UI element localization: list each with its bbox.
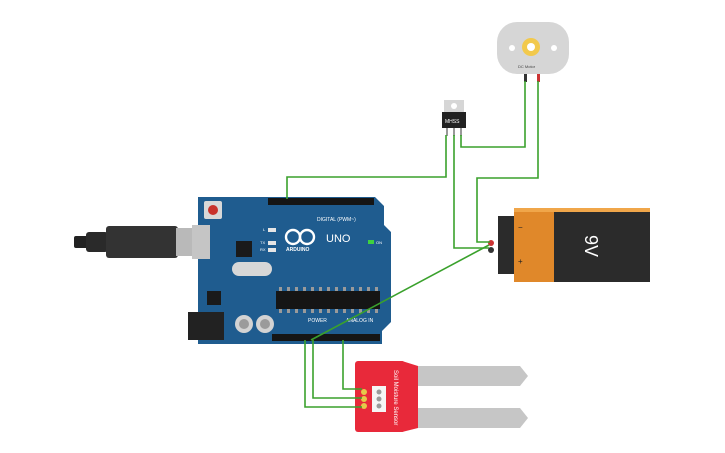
transistor-pin-gate[interactable] <box>446 128 448 136</box>
rx-led-label: RX <box>260 247 266 252</box>
wire-gnd-to-sensor[interactable] <box>304 340 362 408</box>
tx-led-label: TX <box>260 240 265 245</box>
atmega-chip <box>276 291 380 309</box>
battery-plus-label: + <box>518 257 523 266</box>
battery-minus-label: − <box>518 223 523 232</box>
battery-9v[interactable]: 9V − + <box>488 208 650 282</box>
usb-cable <box>74 226 202 258</box>
wire-motor-to-battery[interactable] <box>476 81 539 243</box>
wire-drain-to-battery[interactable] <box>453 135 489 249</box>
sensor-pin-1[interactable] <box>361 389 367 395</box>
wire-a0-to-sensor[interactable] <box>342 340 362 390</box>
sensor-pin-3[interactable] <box>361 403 367 409</box>
motor-pin-1[interactable] <box>524 74 527 82</box>
usb-jack <box>192 225 210 259</box>
transistor-pin-drain[interactable] <box>453 128 455 136</box>
battery-terminal-block <box>498 216 514 274</box>
wires <box>286 81 539 408</box>
motor-pin-2[interactable] <box>537 74 540 82</box>
power-analog-header[interactable] <box>272 334 380 341</box>
wire-source-to-motor[interactable] <box>460 81 526 148</box>
usb-cable-strain <box>86 232 108 252</box>
l-led <box>268 228 276 232</box>
battery-voltage: 9V <box>581 235 601 257</box>
l-led-label: L <box>263 227 266 232</box>
arduino-board[interactable]: L TX RX ON DIGITAL (PWM~) POWER ANALOG I… <box>188 197 391 344</box>
reset-button-cap <box>208 205 218 215</box>
usb-chip <box>236 241 252 257</box>
power-header-label: POWER <box>308 318 327 324</box>
soil-moisture-sensor[interactable]: Soil Moisture Sensor <box>355 361 528 432</box>
digital-header[interactable] <box>268 198 374 205</box>
battery-orange-band <box>514 208 554 282</box>
rx-led <box>268 248 276 252</box>
wire-5v-to-sensor[interactable] <box>312 340 362 399</box>
transistor[interactable]: MHSS <box>442 100 466 136</box>
usb-cable-end <box>74 236 88 248</box>
sensor-probe-bottom <box>418 408 528 428</box>
wire-pin-to-gate[interactable] <box>286 135 447 199</box>
sensor-label: Soil Moisture Sensor <box>392 370 398 425</box>
transistor-label: MHSS <box>445 119 460 125</box>
battery-terminal-minus[interactable] <box>488 247 494 253</box>
battery-body <box>554 208 650 282</box>
usb-plug <box>106 226 178 258</box>
sensor-probe-top <box>418 366 528 386</box>
board-brand: ARDUINO <box>286 247 309 253</box>
arduino-logo-icon <box>284 228 316 246</box>
analog-header-label: ANALOG IN <box>346 318 374 324</box>
power-jack <box>188 312 224 340</box>
board-model: UNO <box>326 233 351 245</box>
on-led <box>368 240 374 244</box>
dc-motor[interactable]: DC Motor <box>497 22 569 82</box>
motor-label: DC Motor <box>518 64 536 69</box>
icsp-header <box>207 291 221 305</box>
on-led-label: ON <box>376 240 382 245</box>
digital-header-label: DIGITAL (PWM~) <box>317 217 356 223</box>
transistor-body <box>442 112 466 128</box>
tx-led <box>268 241 276 245</box>
sensor-pin-2[interactable] <box>361 396 367 402</box>
transistor-pin-source[interactable] <box>460 128 462 136</box>
wire-gnd-to-battery[interactable] <box>310 244 490 341</box>
crystal <box>232 262 272 276</box>
